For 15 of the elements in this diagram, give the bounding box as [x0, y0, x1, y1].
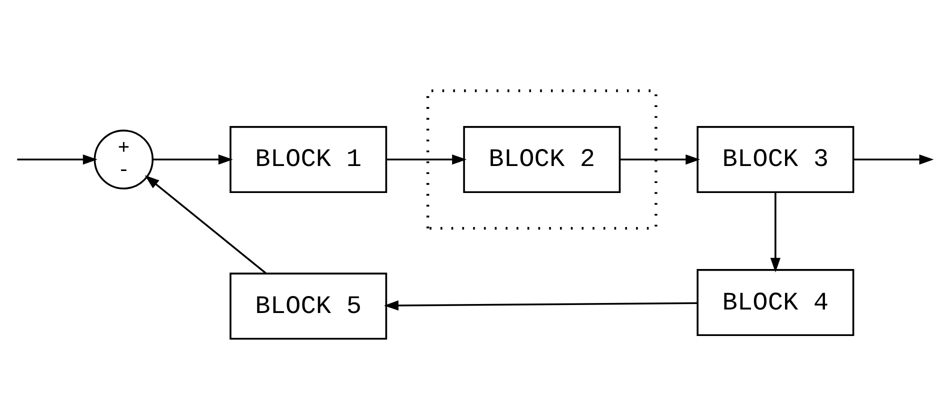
node-box: BLOCK 4: [696, 268, 854, 336]
arrow: [853, 154, 934, 164]
node-circle: + -: [94, 129, 154, 189]
arrow: [386, 154, 467, 164]
arrow: [770, 192, 781, 272]
node-box: BLOCK 3: [696, 126, 854, 193]
arrow: [384, 300, 697, 310]
arrow: [620, 154, 700, 164]
node-box: BLOCK 2: [463, 126, 621, 193]
node-box: BLOCK 5: [230, 272, 388, 340]
arrow: [144, 174, 266, 274]
node-box: BLOCK 1: [230, 126, 388, 193]
cluster: [426, 88, 658, 230]
arrow: [153, 154, 233, 164]
arrow: [17, 154, 98, 164]
